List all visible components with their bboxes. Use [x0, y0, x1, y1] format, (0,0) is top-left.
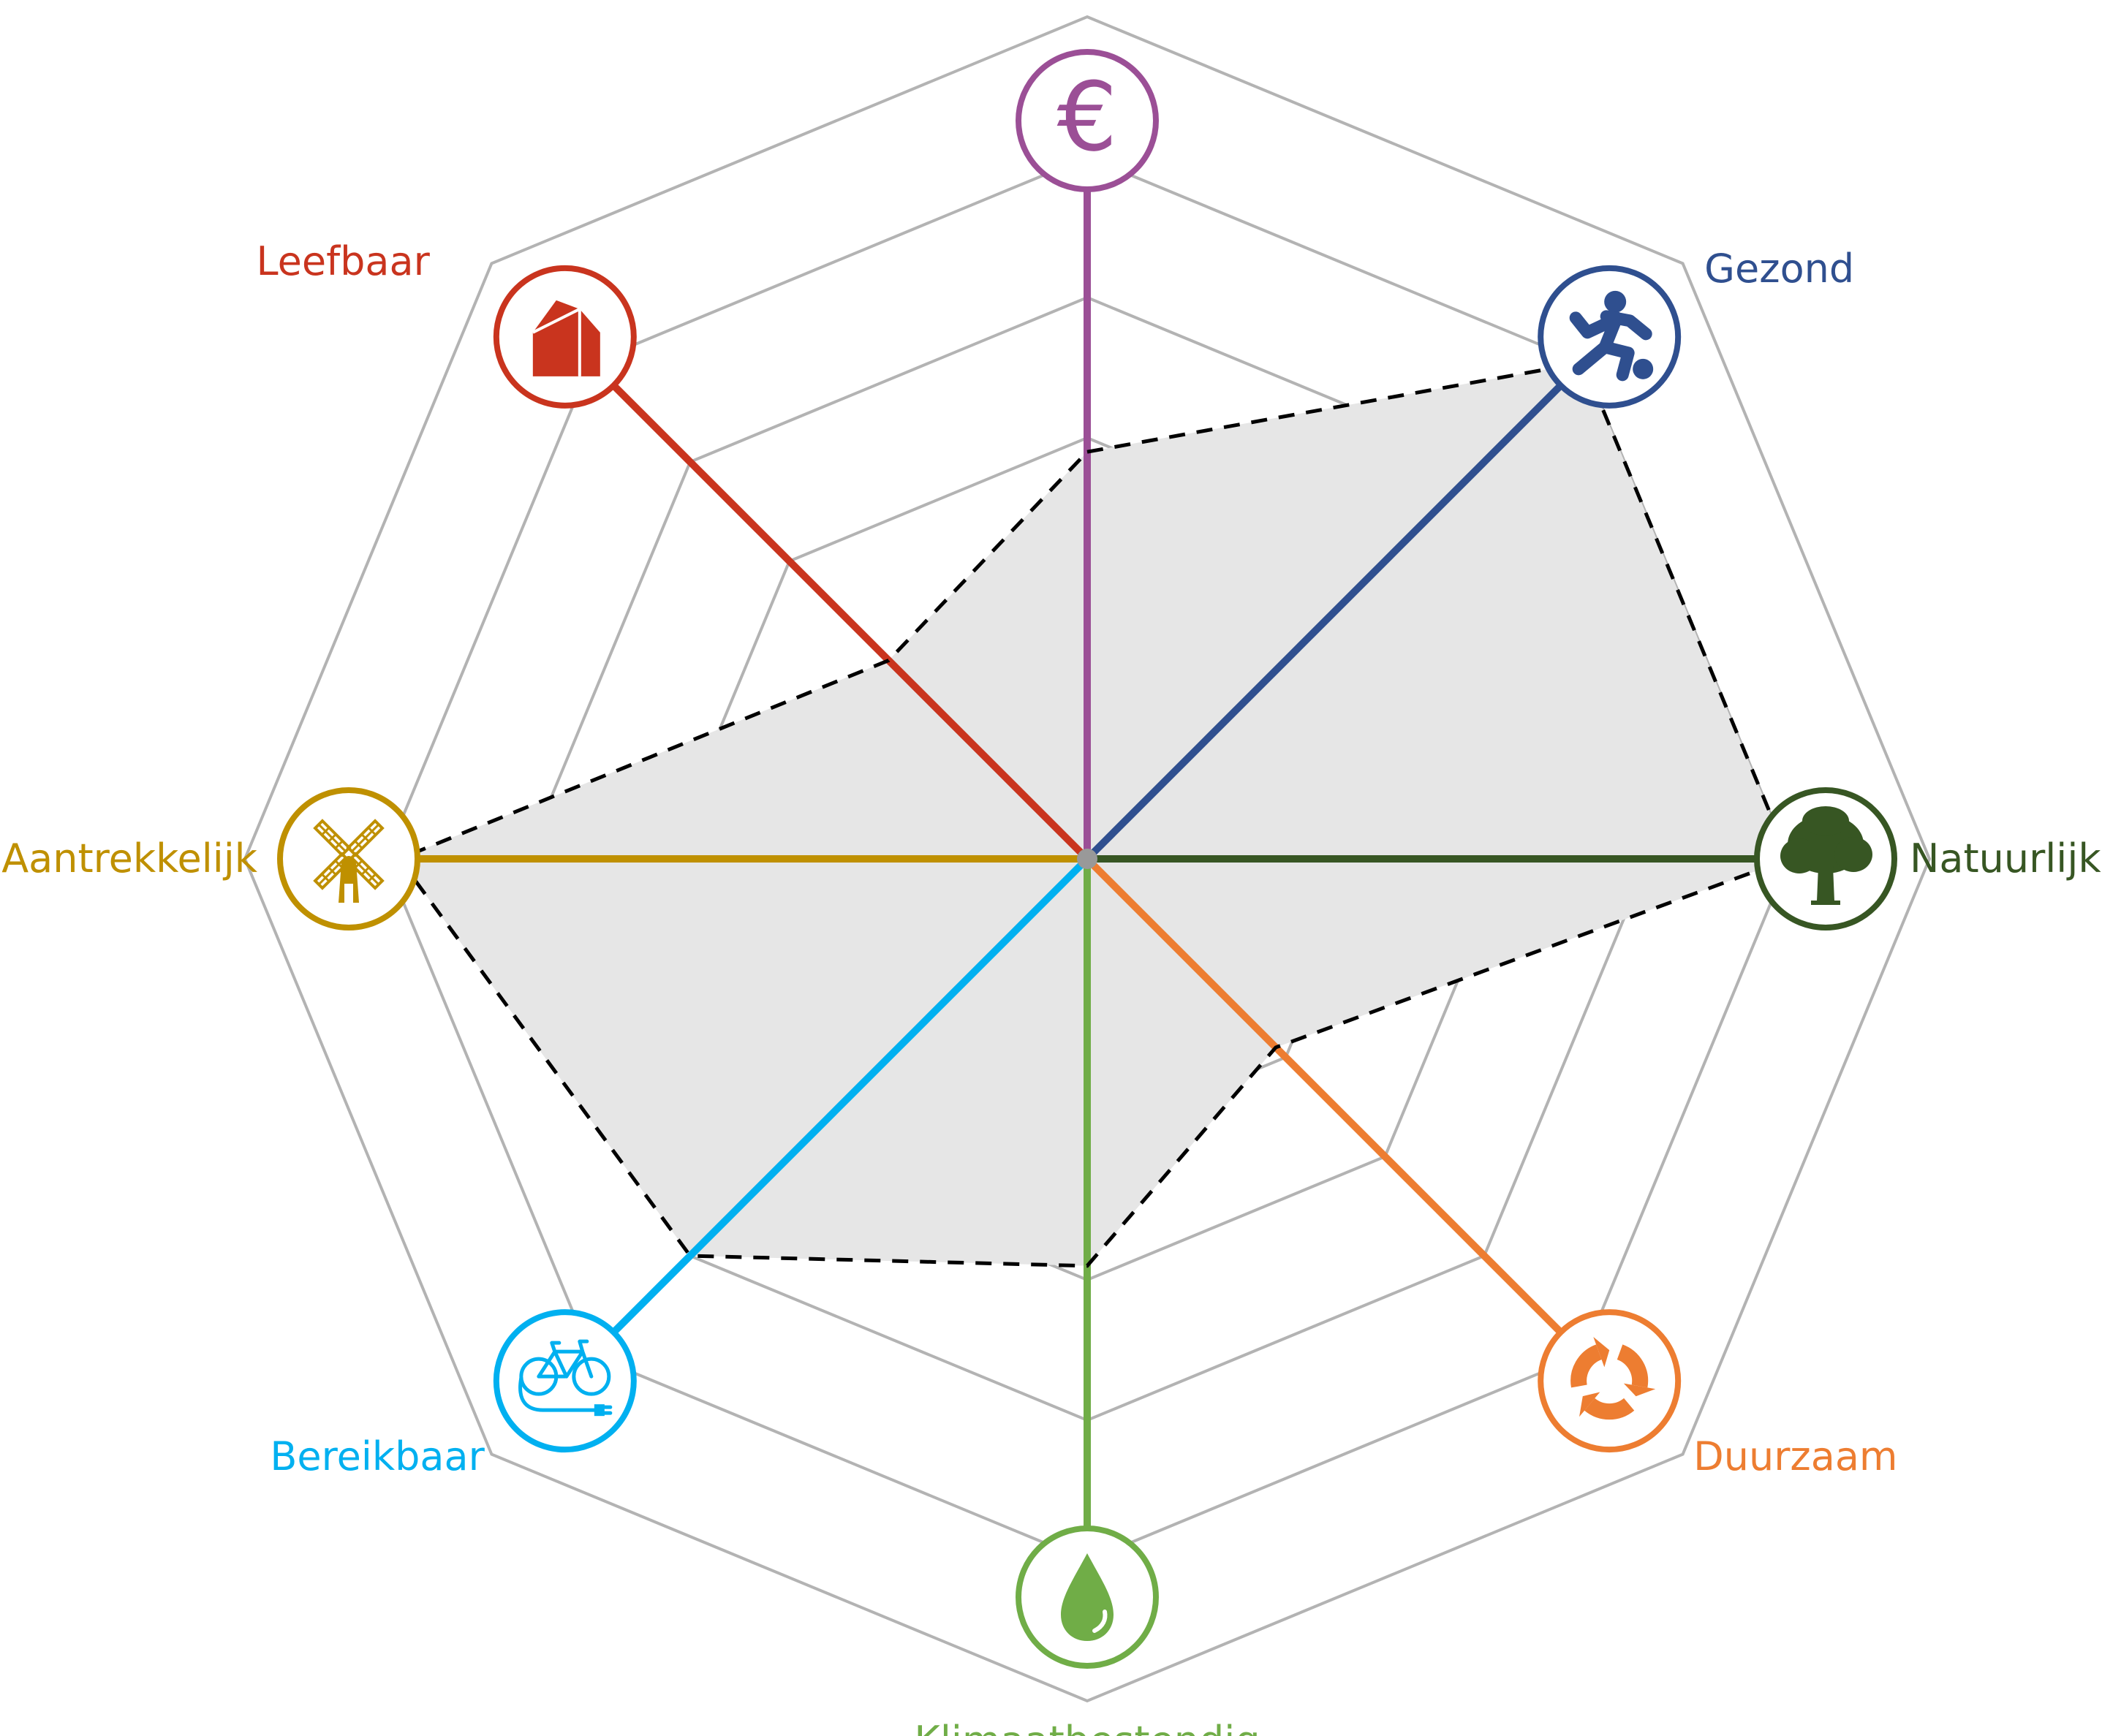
spoke-gezond — [1084, 382, 1564, 862]
axis-spokes — [417, 189, 1757, 1528]
tree-icon — [1754, 787, 1897, 930]
windmill-icon — [277, 787, 420, 930]
water-drop-icon — [1016, 1525, 1159, 1669]
house-icon — [493, 265, 637, 409]
football-player-icon — [1538, 265, 1682, 409]
spoke-duurzaam — [1084, 856, 1564, 1335]
axis-label-duurzaam: Duurzaam — [1693, 1433, 1897, 1479]
electric-bicycle-icon — [493, 1309, 637, 1453]
grid-ring-6 — [243, 15, 1932, 1703]
score-outline — [396, 360, 1792, 1268]
center-dot — [1077, 849, 1097, 869]
axis-label-aantrekkelijk: Aantrekkelijk — [1, 835, 258, 882]
score-area — [399, 363, 1790, 1266]
euro-icon: € — [1016, 49, 1159, 192]
axis-label-gezond: Gezond — [1704, 246, 1854, 292]
recycle-arrows-icon — [1538, 1309, 1682, 1453]
axis-label-natuurlijk: Natuurlijk — [1910, 835, 2101, 882]
axis-label-leefbaar: Leefbaar — [257, 238, 431, 284]
axis-label-ondernemend: Ondernemend — [945, 0, 1228, 6]
axis-label-klimaatbestendig: Klimaatbestendig — [914, 1718, 1260, 1736]
axis-label-bereikbaar: Bereikbaar — [270, 1433, 485, 1479]
spoke-leefbaar — [610, 382, 1090, 862]
svg-text:€: € — [1057, 61, 1118, 173]
axis-icons: € — [277, 49, 1897, 1669]
spoke-bereikbaar — [610, 856, 1090, 1335]
